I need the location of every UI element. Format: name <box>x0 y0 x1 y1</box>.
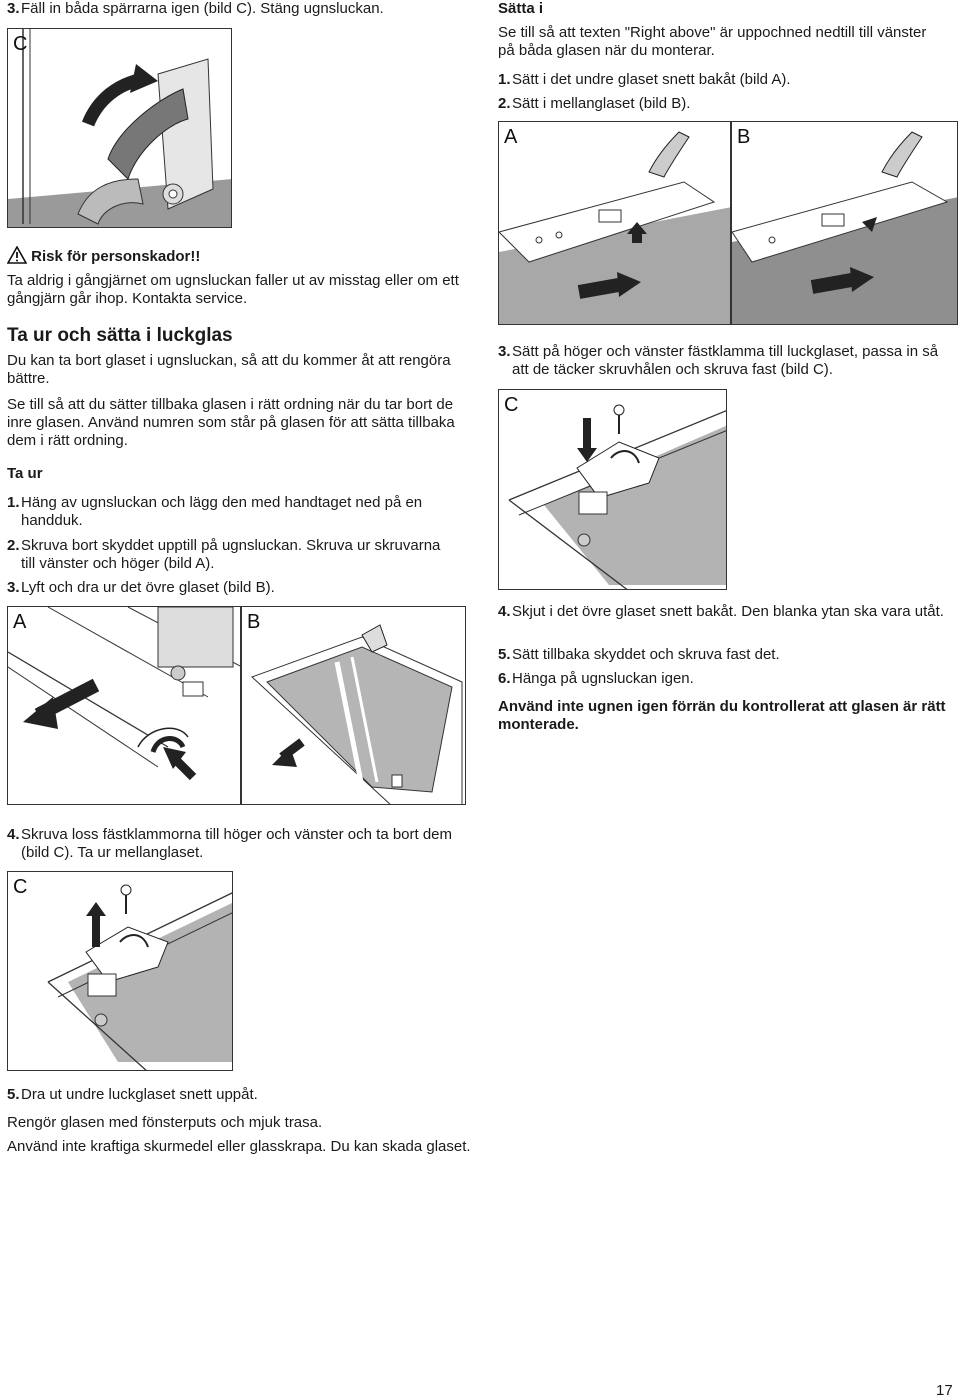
warning-triangle-icon <box>7 246 27 264</box>
final-warning-note: Använd inte ugnen igen förrän du kontrol… <box>498 698 946 733</box>
remove-cover-illustration <box>8 607 240 781</box>
warning-text: Ta aldrig i gångjärnet om ugnsluckan fal… <box>7 272 459 307</box>
figure-b-lift-glass: B <box>241 606 466 805</box>
install-title: Sätta i <box>498 0 544 17</box>
insert-middle-glass-illustration <box>732 131 957 324</box>
page-number: 17 <box>936 1382 953 1399</box>
clamp-removal-illustration <box>47 884 232 1070</box>
figure-b-insert-middle: B <box>731 121 958 325</box>
sub-title-remove: Ta ur <box>7 465 43 482</box>
figure-c-clamps: C <box>7 871 233 1071</box>
lift-glass-illustration <box>251 624 463 804</box>
figure-c-attach-clamps: C <box>498 389 727 590</box>
warning-title: Risk för personskador!! <box>31 248 201 265</box>
figure-c-hinge: C <box>7 28 232 228</box>
section-title: Ta ur och sätta i luckglas <box>7 325 233 346</box>
insert-lower-glass-illustration <box>499 131 730 324</box>
intro-paragraph-2: Se till så att du sätter tillbaka glasen… <box>7 396 455 449</box>
intro-paragraph-1: Du kan ta bort glaset i ugnsluckan, så a… <box>7 352 451 387</box>
attach-clamps-illustration <box>508 404 726 589</box>
figure-a-remove: A <box>7 606 241 805</box>
warning-block: Risk för personskador!! Ta aldrig i gång… <box>7 246 477 308</box>
cleaning-note-2: Använd inte kraftiga skurmedel eller gla… <box>7 1138 471 1155</box>
figure-a-insert-lower: A <box>498 121 731 325</box>
cleaning-note-1: Rengör glasen med fönsterputs och mjuk t… <box>7 1114 323 1131</box>
install-intro: Se till så att texten "Right above" är u… <box>498 24 927 59</box>
hinge-illustration <box>8 29 231 227</box>
